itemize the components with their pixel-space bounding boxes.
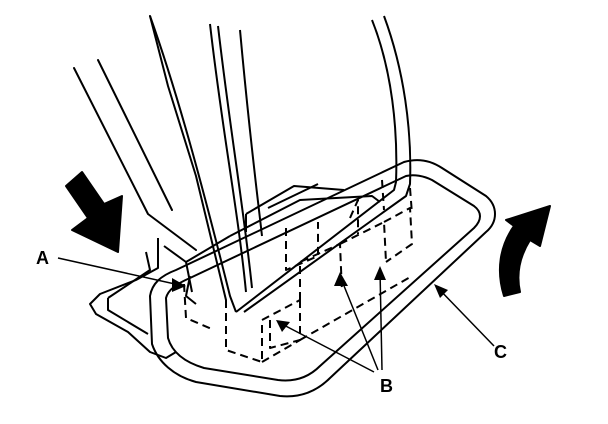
leader-c <box>435 285 495 347</box>
base-plate <box>149 159 496 398</box>
hidden-clips <box>183 179 413 363</box>
body-frame <box>73 15 227 301</box>
leader-b-3 <box>379 269 383 371</box>
leader-arrowheads <box>172 266 448 332</box>
callout-b: B <box>380 376 393 396</box>
leader-a <box>57 257 185 287</box>
socket-outline <box>185 183 381 305</box>
press-down-arrow-icon <box>65 171 123 253</box>
lift-curved-arrow-icon <box>498 205 551 297</box>
leader-lines <box>57 257 495 373</box>
leader-b-1 <box>277 321 375 373</box>
callout-a: A <box>36 248 49 268</box>
callout-c: C <box>494 342 507 362</box>
left-bracket <box>89 238 193 359</box>
upright-post <box>149 15 412 313</box>
leader-b-2 <box>339 275 379 371</box>
